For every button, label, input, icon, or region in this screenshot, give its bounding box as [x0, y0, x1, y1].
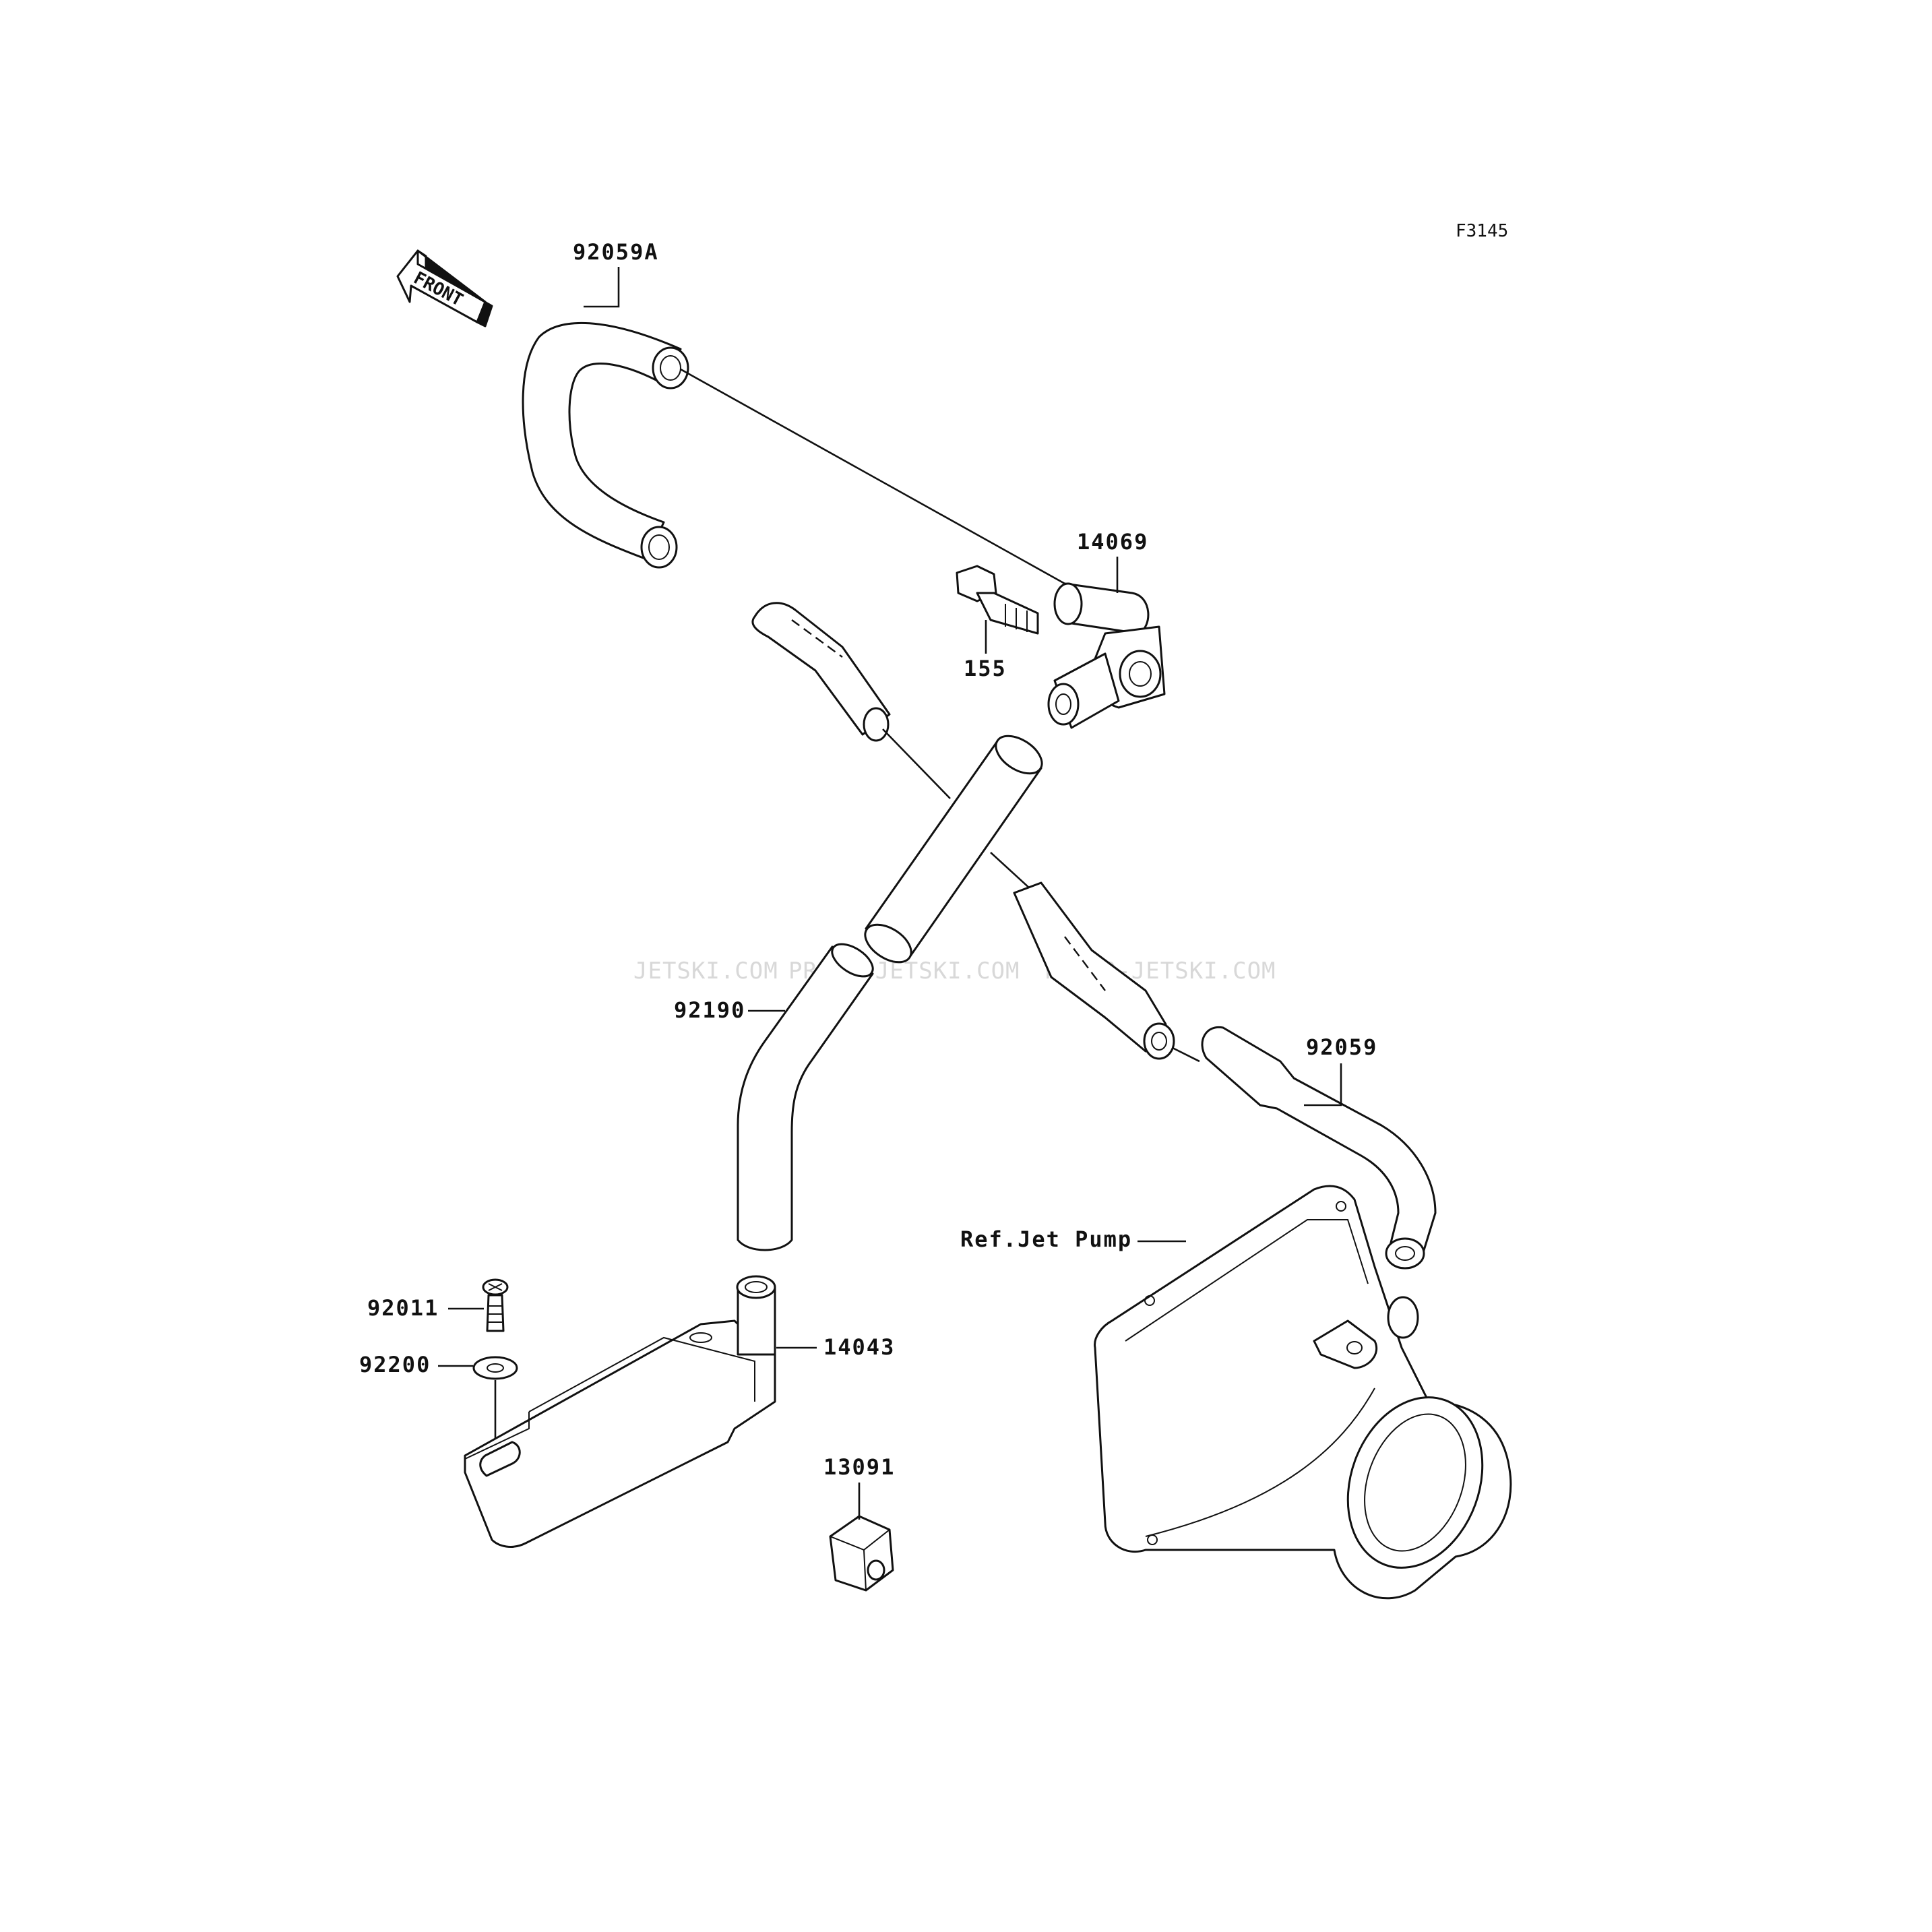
washer-92200	[472, 1356, 518, 1380]
screw-92011	[482, 1278, 509, 1332]
hose-92059	[1201, 1026, 1437, 1270]
figure-code: F3145	[1456, 221, 1508, 241]
assembly-line-2	[882, 728, 951, 799]
hose-92059A	[522, 321, 689, 569]
watermark-1: JETSKI.COM	[633, 958, 778, 985]
fitting-14069	[1047, 582, 1166, 729]
leader-92059A	[584, 267, 620, 308]
label-14069: 14069	[1077, 529, 1148, 555]
strainer-14043	[464, 1275, 776, 1548]
hose-central	[864, 735, 1043, 964]
label-14043: 14043	[823, 1334, 895, 1360]
label-92190: 92190	[674, 997, 745, 1023]
hose-upper-short	[751, 602, 891, 742]
assembly-line-1	[680, 368, 1065, 585]
bolt-155	[956, 565, 1039, 635]
label-92059: 92059	[1306, 1034, 1377, 1060]
label-92059A: 92059A	[573, 239, 659, 265]
hose-dash-upper	[791, 619, 843, 658]
leader-92059	[1304, 1063, 1342, 1107]
assembly-line-4	[1172, 1047, 1200, 1063]
hose-92190	[737, 943, 874, 1251]
label-13091: 13091	[823, 1454, 895, 1480]
jet-pump	[1094, 1185, 1512, 1600]
label-92200: 92200	[359, 1352, 431, 1377]
label-155: 155	[964, 656, 1007, 681]
label-ref-jet-pump: Ref.Jet Pump	[960, 1226, 1132, 1252]
label-92011: 92011	[367, 1295, 439, 1321]
front-arrow-icon: FRONT	[396, 249, 493, 328]
hose-dash-lower	[1064, 936, 1106, 991]
hose-lower-right-short	[1013, 881, 1175, 1060]
assembly-line-3	[990, 852, 1032, 890]
grommet-13091	[829, 1515, 894, 1592]
